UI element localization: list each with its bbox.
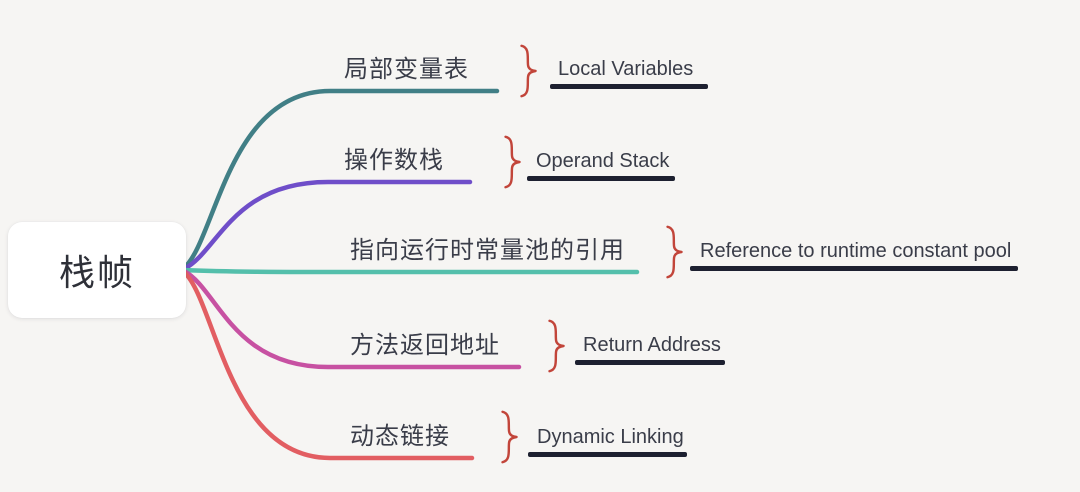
branch-node-runtime-constant-pool[interactable]: 指向运行时常量池的引用 [350, 237, 625, 264]
curly-brace-path [504, 135, 521, 189]
annotation-underline [690, 266, 1018, 271]
annotation-underline [575, 360, 725, 365]
curly-brace-path [520, 44, 537, 98]
curly-brace-icon [520, 44, 537, 98]
branch-annotation-dynamic-linking[interactable]: Dynamic Linking [537, 426, 684, 448]
curly-brace-path [666, 225, 683, 279]
branch-link-curve-local-variables [181, 88, 500, 271]
branch-link-curve-operand-stack [181, 179, 473, 272]
branch-annotation-return-address[interactable]: Return Address [583, 334, 721, 356]
curly-brace-path [501, 410, 518, 464]
curly-brace-icon [504, 135, 521, 189]
branch-annotation-local-variables[interactable]: Local Variables [558, 58, 694, 80]
curly-brace-path [548, 319, 565, 373]
branch-annotation-runtime-constant-pool[interactable]: Reference to runtime constant pool [700, 240, 1012, 262]
branch-node-return-address[interactable]: 方法返回地址 [350, 332, 500, 359]
root-node-label: 栈帧 [58, 252, 135, 293]
branch-link-curve-runtime-constant-pool [181, 267, 640, 275]
annotation-underline [550, 84, 708, 89]
curly-brace-icon [548, 319, 565, 373]
branch-link-curve-return-address [181, 268, 522, 370]
curly-brace-icon [501, 410, 518, 464]
annotation-underline [527, 176, 675, 181]
branch-annotation-operand-stack[interactable]: Operand Stack [536, 150, 670, 172]
branch-node-dynamic-linking[interactable]: 动态链接 [350, 423, 450, 450]
branch-node-local-variables[interactable]: 局部变量表 [344, 56, 469, 83]
branch-link-curve-dynamic-linking [181, 269, 475, 461]
branch-node-operand-stack[interactable]: 操作数栈 [344, 147, 444, 174]
root-node[interactable]: 栈帧 [8, 222, 186, 318]
annotation-underline [528, 452, 687, 457]
curly-brace-icon [666, 225, 683, 279]
